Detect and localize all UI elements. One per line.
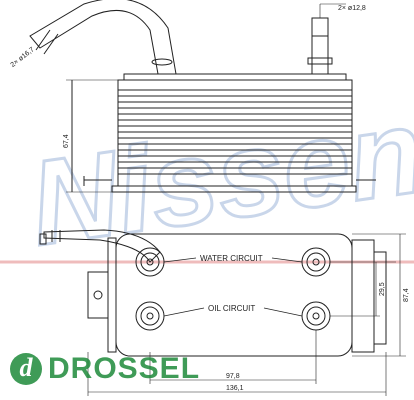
dim-inner-height: 29,5 bbox=[379, 282, 386, 296]
top-view bbox=[29, 0, 376, 193]
brand-watermark: Nissens bbox=[22, 74, 414, 271]
bent-hose bbox=[29, 0, 177, 75]
oil-port-right bbox=[301, 301, 331, 331]
dim-inner-width: 97,8 bbox=[226, 373, 240, 380]
cooler-base-plate bbox=[111, 185, 357, 193]
cooler-fins bbox=[118, 89, 352, 175]
dim-outer-height: 87,4 bbox=[403, 288, 410, 302]
drossel-logo: d DROSSEL bbox=[10, 352, 200, 386]
dim-outer-width: 136,1 bbox=[226, 385, 244, 392]
drossel-logo-icon: d bbox=[10, 353, 42, 385]
oil-circuit-label: OIL CIRCUIT bbox=[208, 304, 255, 313]
water-pipe bbox=[311, 17, 329, 75]
oil-port-left bbox=[135, 301, 165, 331]
dim-hose-diameter: 2× ø16,7 bbox=[10, 46, 36, 69]
dim-top-height: 67,4 bbox=[63, 134, 70, 148]
dim-pipe-diameter: 2× ø12,8 bbox=[338, 5, 366, 12]
water-circuit-label: WATER CIRCUIT bbox=[200, 254, 263, 263]
bottom-view bbox=[39, 229, 406, 396]
drossel-logo-text: DROSSEL bbox=[48, 352, 201, 385]
cooler-top-plate bbox=[123, 73, 347, 81]
